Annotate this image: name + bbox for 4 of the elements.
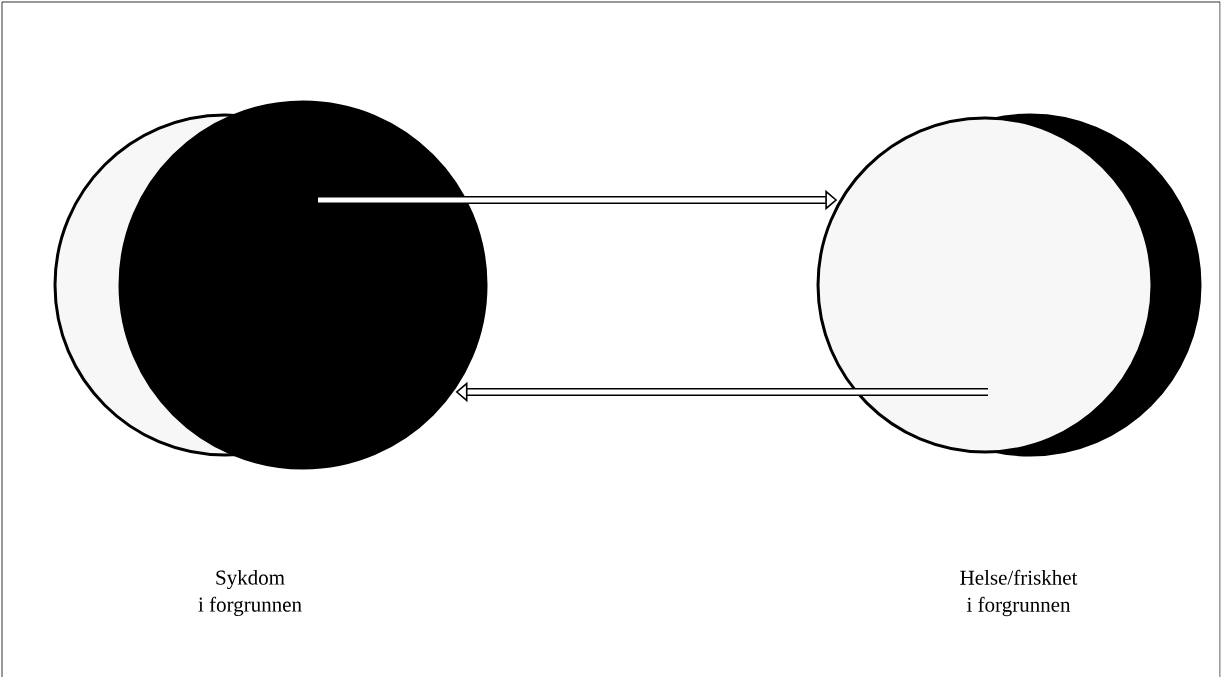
circle-drawing	[816, 113, 1202, 457]
caption: Helse/friskhet i forgrunnen	[960, 569, 1078, 617]
caption: Sykdom i forgrunnen	[198, 569, 302, 617]
circle-drawing	[53, 100, 488, 470]
